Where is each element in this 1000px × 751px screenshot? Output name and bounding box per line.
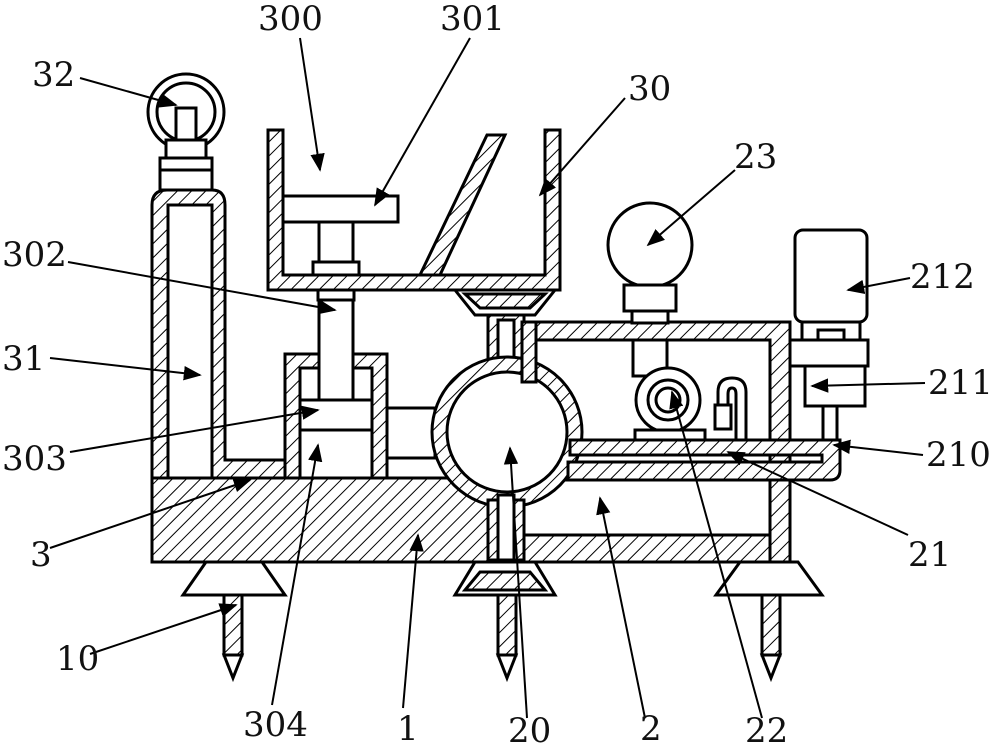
top-funnel [451,288,559,317]
sphere-chamber [430,313,584,597]
label-10: 10 [56,639,99,679]
label-211: 211 [928,363,993,403]
ground-spikes [180,560,825,683]
label-20: 20 [508,711,551,751]
label-212: 212 [910,257,975,297]
pressure-gauge [606,201,694,378]
label-302: 302 [2,235,67,275]
label-30: 30 [628,69,671,109]
label-303: 303 [2,439,67,479]
label-22: 22 [745,711,788,751]
cylinder-housing [283,352,437,480]
motor [788,228,870,442]
right-housing [520,320,842,482]
label-21: 21 [908,535,951,575]
label-2: 2 [640,709,662,749]
label-32: 32 [32,55,75,95]
label-3: 3 [30,535,52,575]
label-1: 1 [397,709,419,749]
piston-rod [311,218,361,402]
top-lamp [146,72,226,192]
label-210: 210 [926,435,991,475]
leader-lines [49,37,926,719]
label-304: 304 [243,705,308,745]
pump [633,366,748,442]
top-hopper [266,128,562,292]
label-301: 301 [440,0,505,39]
label-23: 23 [734,137,777,177]
label-31: 31 [2,339,45,379]
side-pipe [150,188,287,480]
label-300: 300 [258,0,323,39]
